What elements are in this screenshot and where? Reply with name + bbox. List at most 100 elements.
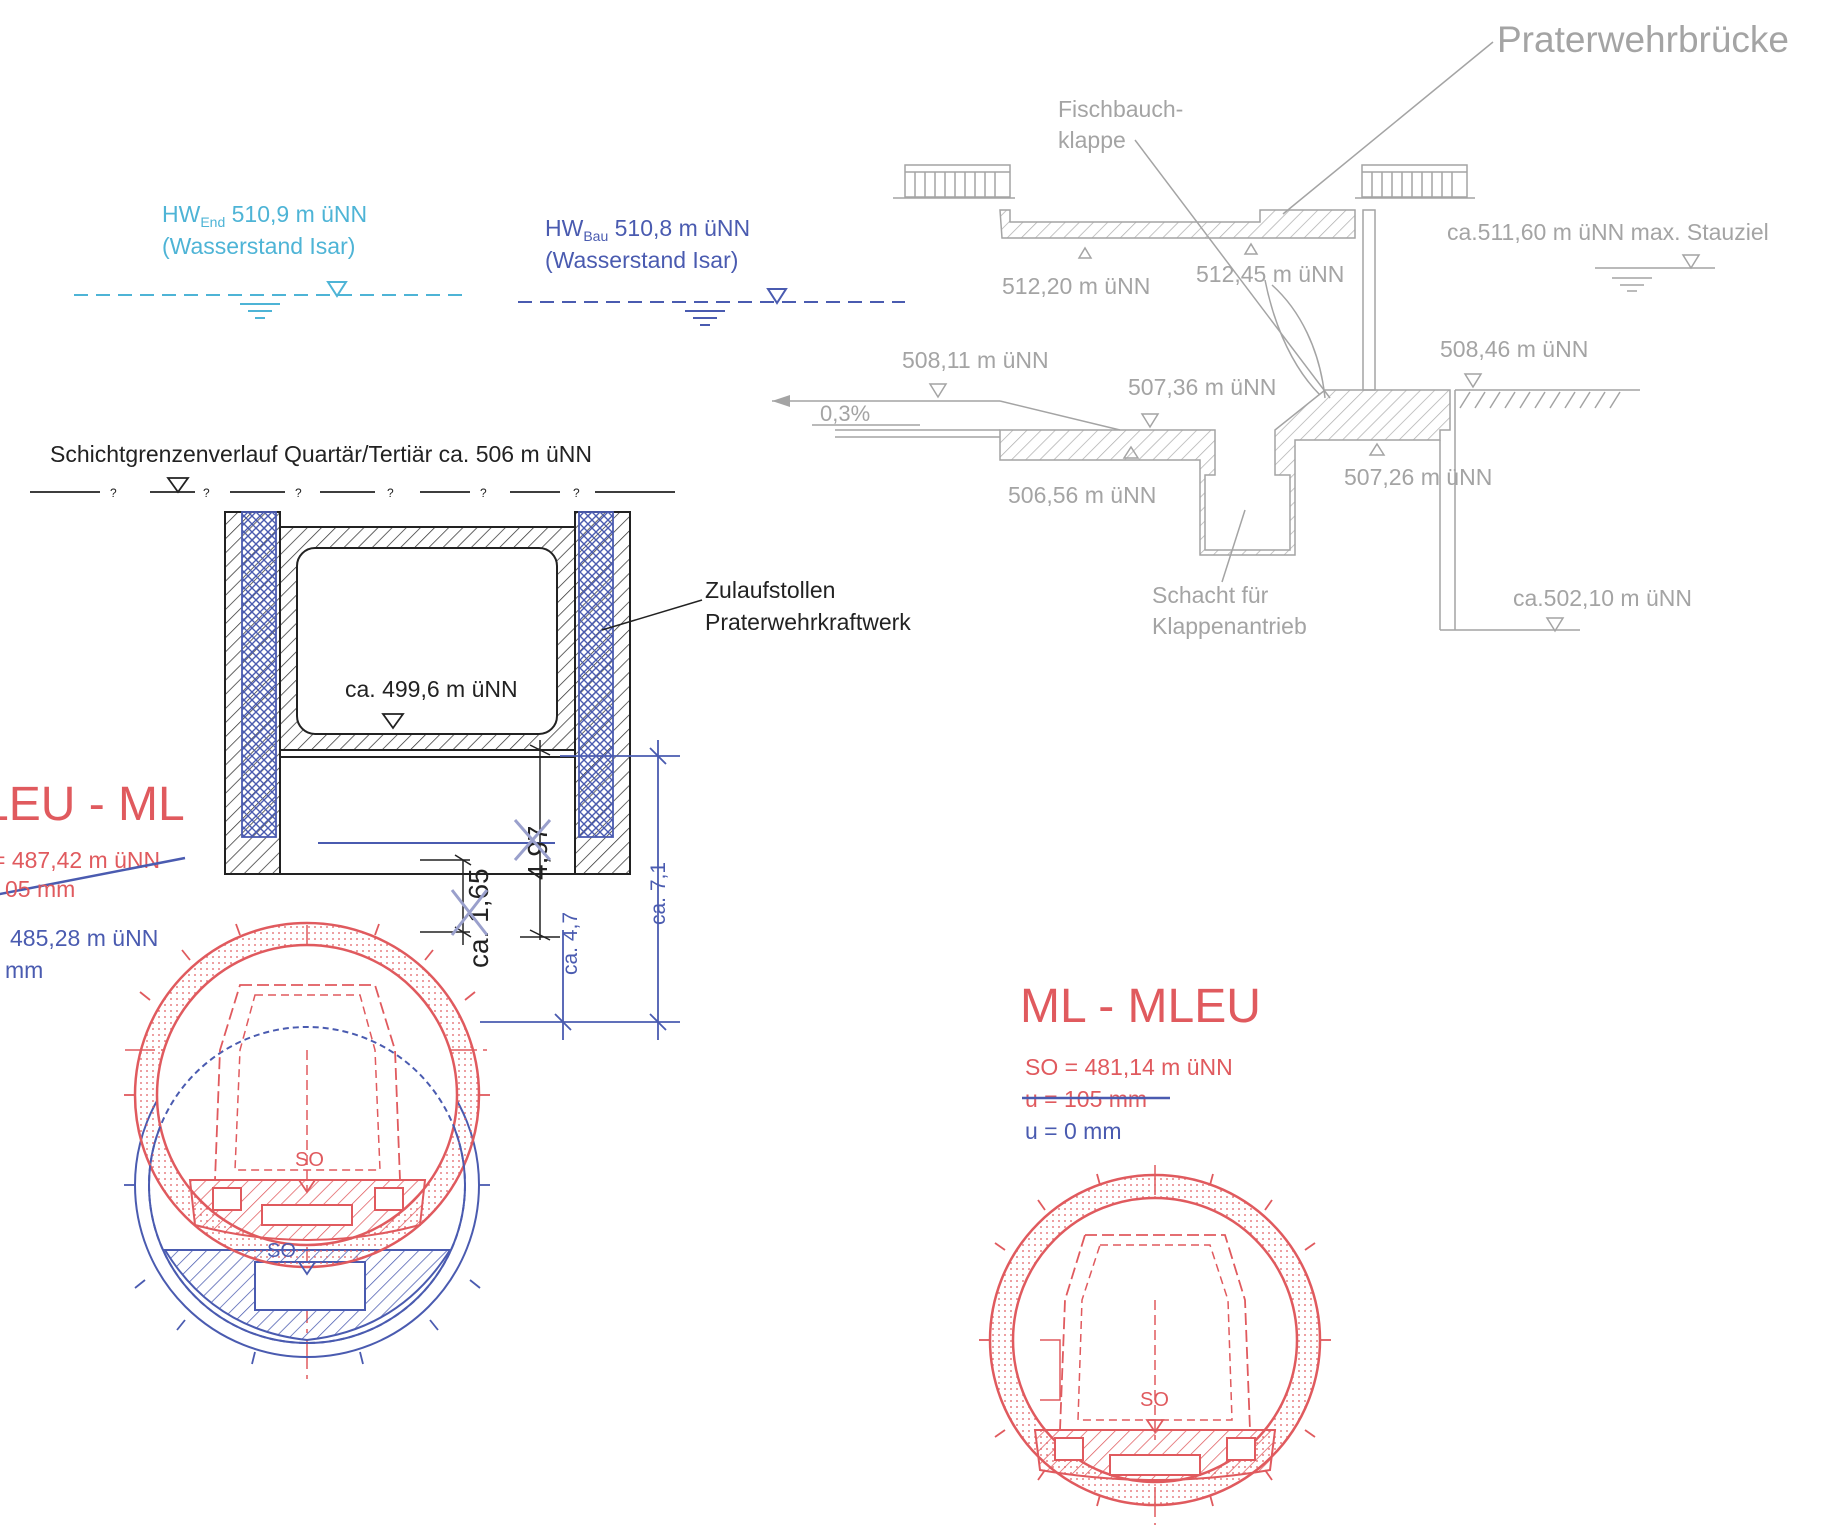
right-inner-profile [1059, 1234, 1251, 1431]
right-tunnel-section: ML - MLEU SO = 481,14 m üNN u = 105 mm u… [979, 980, 1331, 1525]
water-level-hw-end: HWEnd 510,9 m üNN (Wasserstand Isar) [74, 201, 462, 319]
fischbauch-leader [1134, 139, 1331, 399]
left-so-old-strike [0, 856, 186, 896]
schacht-label-2: Klappenantrieb [1152, 613, 1307, 639]
culvert-triangle-icon [381, 713, 405, 730]
railing-right [1355, 164, 1475, 199]
ground-hatch [1455, 389, 1640, 409]
right-so: SO = 481,14 m üNN [1025, 1054, 1233, 1080]
stollen-label-1: Zulaufstollen [705, 577, 835, 603]
hw-end-prefix: HW [162, 201, 201, 227]
stollen-section: Schichtgrenzenverlauf Quartär/Tertiär ca… [30, 441, 911, 1040]
left-title: LEU - ML [0, 778, 185, 831]
culvert-level: ca. 499,6 m üNN [345, 676, 518, 702]
hw-end-value: 510,9 m üNN [232, 201, 368, 227]
dim-4-7: ca. 4,7 [559, 912, 582, 975]
stollen-label-2: Praterwehrkraftwerk [705, 609, 911, 635]
pier-post [1362, 209, 1376, 391]
pile-left [241, 511, 277, 838]
dim-1-65: ca. 1,65 [463, 868, 494, 968]
deck-triangle-right-icon [1243, 242, 1259, 255]
fischbauch-label-1: Fischbauch- [1058, 96, 1183, 122]
dimension-lines [420, 740, 560, 945]
hw-end-note: (Wasserstand Isar) [162, 233, 355, 259]
railing-left [893, 164, 1015, 199]
left-blue-teeth [124, 1184, 490, 1365]
level-506-56: 506,56 m üNN [1008, 482, 1156, 508]
left-so-old: = 487,42 m üNN [0, 847, 160, 873]
schacht-leader [1221, 509, 1246, 583]
svg-text:HWBau 510,8 m üNN: HWBau 510,8 m üNN [545, 215, 750, 244]
hw-end-sub: End [200, 214, 225, 230]
dim-1-65-strike-icon [450, 889, 489, 936]
svg-text:HWEnd 510,9 m üNN: HWEnd 510,9 m üNN [162, 201, 367, 230]
hw-bau-water-symbol-icon [685, 310, 725, 326]
hw-end-water-symbol-icon [240, 303, 280, 319]
level-508-11: 508,11 m üNN [902, 347, 1049, 373]
q-mark-3: ? [295, 486, 302, 500]
right-ring-teeth [979, 1173, 1331, 1507]
dim-7-1: ca. 7,1 [647, 862, 670, 925]
flow-arrow-icon [772, 395, 790, 407]
blue-dimension-lines [480, 740, 680, 1040]
upstream-triangle-icon [928, 383, 948, 399]
left-u-old: 05 mm [5, 876, 75, 902]
left-so-mark-blue: SO [267, 1240, 296, 1262]
bridge-title: Praterwehrbrücke [1497, 19, 1789, 60]
hw-bau-sub: Bau [583, 228, 608, 244]
base-triangle-left-icon [1122, 445, 1140, 459]
left-so-red-triangle-icon [297, 1179, 317, 1194]
sill-triangle-icon [1140, 413, 1160, 429]
base-triangle-right-icon [1368, 442, 1386, 456]
level-502-10: ca.502,10 m üNN [1513, 585, 1692, 611]
q-mark-6: ? [573, 486, 580, 500]
right-so-triangle-icon [1145, 1419, 1165, 1434]
stauziel-water-symbol-icon [1612, 277, 1652, 292]
level-508-46: 508,46 m üNN [1440, 336, 1588, 362]
q-mark-1: ? [110, 486, 117, 500]
pile-right [578, 511, 614, 838]
left-so-blue-triangle-icon [297, 1261, 317, 1276]
bridge-deck [999, 209, 1356, 239]
level-512-20: 512,20 m üNN [1002, 273, 1150, 299]
culvert-inner [296, 547, 558, 735]
hw-bau-triangle-icon [766, 288, 788, 305]
stauziel-triangle-icon [1681, 254, 1701, 270]
q-mark-2: ? [203, 486, 210, 500]
water-level-hw-bau: HWBau 510,8 m üNN (Wasserstand Isar) [518, 215, 905, 326]
level-512-45: 512,45 m üNN [1196, 261, 1344, 287]
right-title: ML - MLEU [1020, 980, 1261, 1033]
left-u-new: mm [5, 957, 43, 983]
level-stauziel: ca.511,60 m üNN max. Stauziel [1447, 219, 1769, 245]
bridge-leader [1282, 41, 1494, 215]
hw-bau-value: 510,8 m üNN [615, 215, 751, 241]
weir-section: Praterwehrbrücke Fischbauch- klappe 512,… [772, 19, 1789, 639]
left-so-new: 485,28 m üNN [10, 925, 158, 951]
q-mark-4: ? [387, 486, 394, 500]
level-507-36: 507,36 m üNN [1128, 374, 1276, 400]
boundary-triangle-icon [166, 477, 190, 494]
slope-label: 0,3% [820, 401, 870, 426]
ground-triangle-icon [1463, 373, 1483, 389]
hw-bau-note: (Wasserstand Isar) [545, 247, 738, 273]
flap-curve [1271, 284, 1326, 399]
layer-boundary-label: Schichtgrenzenverlauf Quartär/Tertiär ca… [50, 441, 592, 467]
dim-4-97-strike-icon [513, 819, 552, 861]
left-tunnel-section: LEU - ML = 487,42 m üNN 05 mm 485,28 m ü… [0, 778, 490, 1380]
flap-curve-2 [1264, 279, 1321, 396]
q-mark-5: ? [480, 486, 487, 500]
stollen-leader [601, 599, 703, 631]
fischbauch-label-2: klappe [1058, 127, 1126, 153]
weir-foundation [999, 389, 1451, 556]
hw-bau-prefix: HW [545, 215, 584, 241]
left-so-mark-red: SO [295, 1149, 324, 1171]
right-so-mark: SO [1140, 1389, 1169, 1411]
deck-triangle-left-icon [1077, 246, 1093, 259]
hw-end-triangle-icon [326, 281, 348, 298]
level-507-26: 507,26 m üNN [1344, 464, 1492, 490]
schacht-label-1: Schacht für [1152, 582, 1269, 608]
pile-tip-triangle-icon [1545, 617, 1565, 633]
right-u-new: u = 0 mm [1025, 1118, 1122, 1144]
left-ring-teeth [124, 923, 490, 1096]
